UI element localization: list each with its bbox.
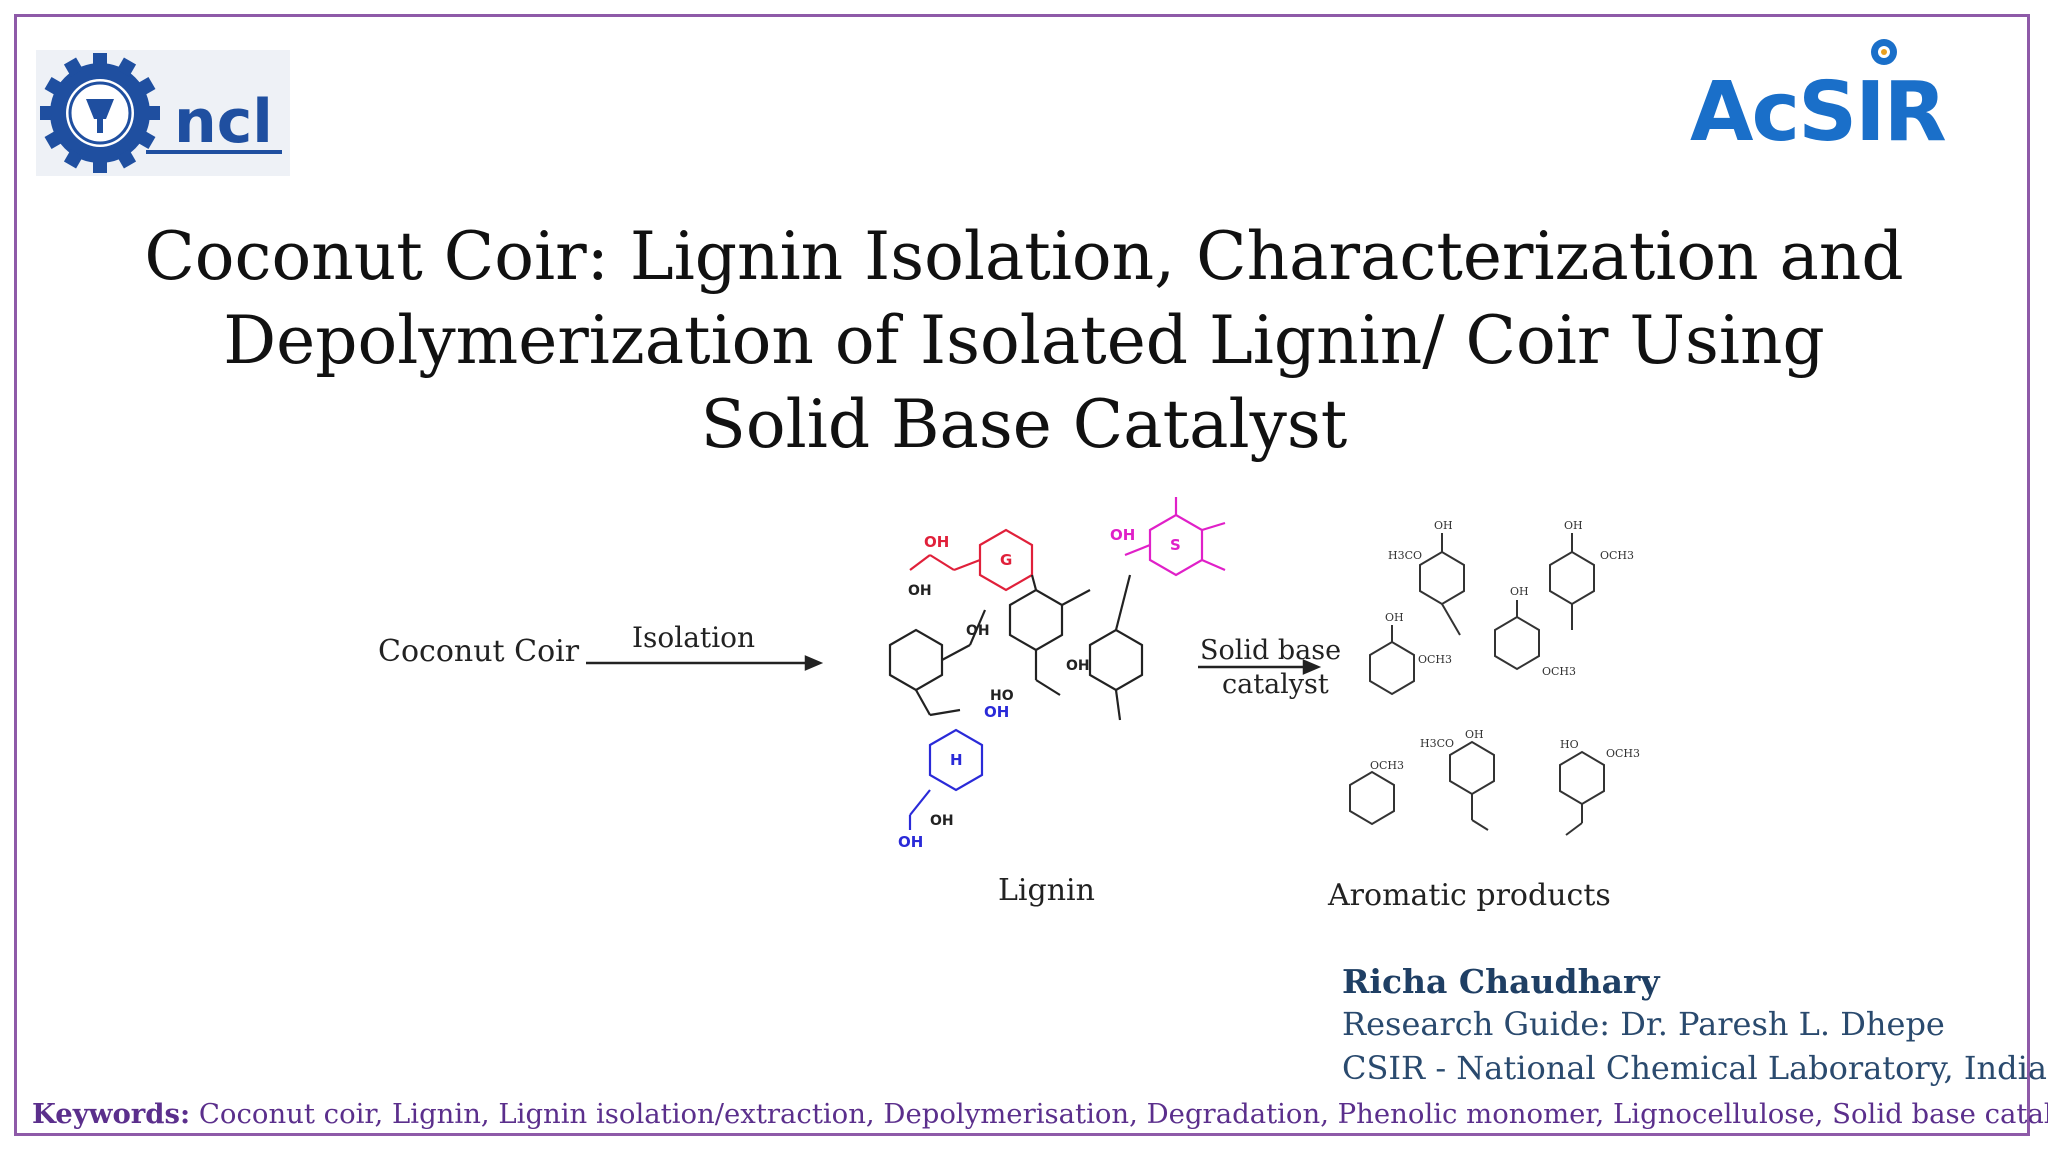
svg-text:OH: OH [924, 533, 949, 551]
lignin-label: Lignin [998, 873, 1095, 908]
catalyst-label-line-2: catalyst [1222, 669, 1329, 700]
title-line-2: Depolymerization of Isolated Lignin/ Coi… [223, 302, 1825, 379]
aromatic-products: OH OH OH OH OH HO H3CO OCH3 OCH3 OCH3 OC… [1349, 519, 1640, 836]
title-line-1: Coconut Coir: Lignin Isolation, Characte… [144, 218, 1904, 295]
slide-title: Coconut Coir: Lignin Isolation, Characte… [0, 215, 2048, 467]
svg-text:OH: OH [1110, 526, 1135, 544]
research-guide: Research Guide: Dr. Paresh L. Dhepe [1342, 1005, 1945, 1043]
arrow-isolation [586, 655, 824, 671]
svg-text:OCH3: OCH3 [1606, 747, 1640, 760]
affiliation: CSIR - National Chemical Laboratory, Ind… [1342, 1049, 2047, 1087]
svg-text:OH: OH [966, 623, 990, 639]
g-unit-label: G [1000, 551, 1012, 569]
arrow-catalyst [1198, 659, 1322, 675]
scheme-start-label: Coconut Coir [378, 634, 580, 669]
ncl-logo-text: ncl [174, 87, 273, 157]
ncl-logo: ncl [36, 50, 290, 176]
acsir-logo: AcSIR [1686, 34, 1992, 160]
svg-text:HO: HO [1560, 738, 1579, 751]
svg-text:HO: HO [990, 688, 1014, 704]
title-line-3: Solid Base Catalyst [700, 386, 1348, 463]
svg-text:OCH3: OCH3 [1600, 549, 1634, 562]
svg-text:OCH3: OCH3 [1418, 653, 1452, 666]
isolation-label: Isolation [632, 621, 755, 654]
lignin-structure: G OH S OH OH HO OH OH [888, 497, 1226, 851]
s-unit-label: S [1170, 536, 1181, 554]
svg-text:OH: OH [898, 833, 923, 851]
keywords-label: Keywords: [32, 1098, 191, 1130]
svg-text:OH: OH [908, 583, 932, 599]
author-block: Richa Chaudhary Research Guide: Dr. Pare… [1342, 962, 2047, 1090]
h-unit-label: H [950, 751, 963, 769]
reaction-scheme: Coconut Coir Isolation Lignin Solid base… [378, 497, 1640, 913]
svg-text:OH: OH [1434, 519, 1453, 532]
svg-text:OCH3: OCH3 [1542, 665, 1576, 678]
svg-text:OH: OH [1465, 728, 1484, 741]
slide-frame [14, 14, 2030, 1136]
svg-text:OH: OH [930, 813, 954, 829]
svg-text:OH: OH [1564, 519, 1583, 532]
keywords-text: Coconut coir, Lignin, Lignin isolation/e… [198, 1098, 2048, 1130]
svg-text:OH: OH [1066, 658, 1090, 674]
svg-text:OH: OH [984, 703, 1009, 721]
svg-text:H3CO: H3CO [1420, 737, 1454, 750]
acsir-logo-text: AcSIR [1690, 65, 1946, 144]
author-name: Richa Chaudhary [1342, 962, 1660, 1001]
catalyst-label-line-1: Solid base [1200, 635, 1341, 666]
svg-text:H3CO: H3CO [1388, 549, 1422, 562]
svg-text:OCH3: OCH3 [1370, 759, 1404, 772]
svg-text:OH: OH [1510, 585, 1529, 598]
keywords: Keywords: Coconut coir, Lignin, Lignin i… [32, 1098, 2048, 1130]
aromatic-products-label: Aromatic products [1327, 878, 1611, 913]
svg-text:OH: OH [1385, 611, 1404, 624]
